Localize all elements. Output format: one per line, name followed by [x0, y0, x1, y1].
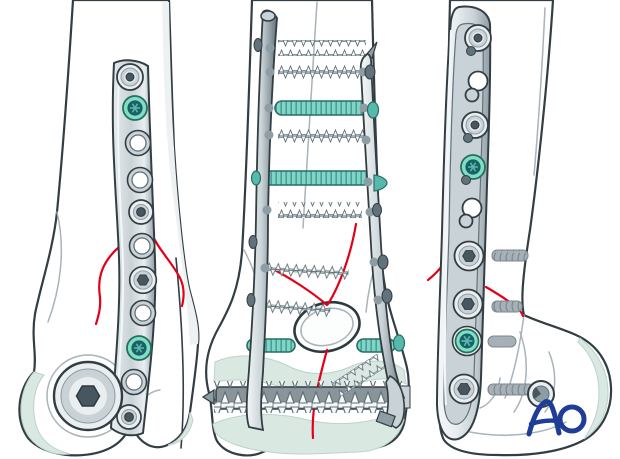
screw-cap — [248, 235, 258, 249]
screw-shaft — [487, 335, 517, 348]
locking-screw-shaft — [260, 170, 374, 186]
combi-hole-notch — [463, 133, 473, 143]
cartilage-left — [20, 371, 71, 455]
combi-hole-notch — [466, 46, 476, 56]
locking-screw-head — [127, 336, 151, 360]
oblique-ghost-screw — [331, 353, 386, 397]
locking-screw-tip — [373, 174, 388, 192]
bone-contour-line — [47, 211, 63, 323]
screw-cap — [364, 64, 376, 80]
view-center-bone — [201, 0, 411, 457]
cortex-screw-head — [455, 242, 484, 271]
fracture-line — [94, 245, 121, 326]
cartilage-right — [577, 337, 609, 440]
ghost-screw — [278, 40, 366, 56]
plate-hole-empty — [126, 166, 154, 194]
bone-ridge-line — [302, 1, 318, 229]
locking-screw-cap — [250, 170, 262, 186]
locking-screw-head — [453, 327, 482, 356]
screw-block — [375, 410, 396, 428]
plate-hole-empty — [124, 129, 152, 157]
cortex-screw-head — [454, 290, 483, 319]
screw-cap — [377, 254, 389, 270]
combi-hole-empty — [458, 197, 483, 229]
plate-hole-empty — [129, 299, 157, 327]
cortex-screw-head — [450, 375, 479, 404]
bone-ridge-line — [175, 257, 185, 449]
condyle-lag-screw-head — [52, 360, 124, 432]
bone-shading — [162, 2, 199, 345]
view-left-bone — [18, 0, 200, 457]
bone-contour-line — [513, 331, 527, 413]
view-right-bone: AO — [426, 0, 613, 457]
locking-screw-cap — [392, 334, 406, 352]
combi-hole-empty — [464, 70, 489, 103]
plate-hole-empty — [128, 232, 156, 260]
ao-logo-icon: AO — [526, 399, 587, 437]
cartilage-right-lobe — [167, 411, 194, 446]
bone-contour-line — [479, 377, 501, 409]
ghost-screw — [278, 127, 368, 143]
ghost-screw — [278, 202, 362, 218]
locking-screw-shaft — [274, 100, 370, 116]
distal-transverse-screw — [201, 381, 411, 413]
cortex-screw-head — [128, 199, 154, 225]
bone-contour-line — [544, 351, 556, 413]
locking-screw-cap — [366, 101, 380, 119]
cortex-screw-head — [130, 267, 157, 294]
bone-contour-line — [533, 7, 546, 176]
screw-shaft — [491, 249, 529, 262]
plate-hole-empty — [120, 368, 148, 396]
locking-screw-head — [123, 96, 147, 120]
ghost-screw — [266, 261, 349, 282]
screw-cap — [372, 203, 382, 217]
combi-hole-notch — [461, 175, 471, 185]
screw-cap — [381, 288, 393, 304]
screw-tip — [201, 388, 215, 406]
cortex-screw-head — [116, 63, 144, 91]
screw-cap — [246, 293, 256, 307]
ghost-screw — [265, 298, 331, 319]
fracture-line — [147, 227, 185, 308]
screw-shaft — [491, 300, 523, 313]
end-on-screw-head — [527, 380, 555, 408]
screw-cap — [253, 38, 263, 52]
ghost-screw — [278, 64, 368, 80]
medial-plate-edge — [245, 9, 278, 432]
lateral-plate-edge — [358, 41, 406, 429]
